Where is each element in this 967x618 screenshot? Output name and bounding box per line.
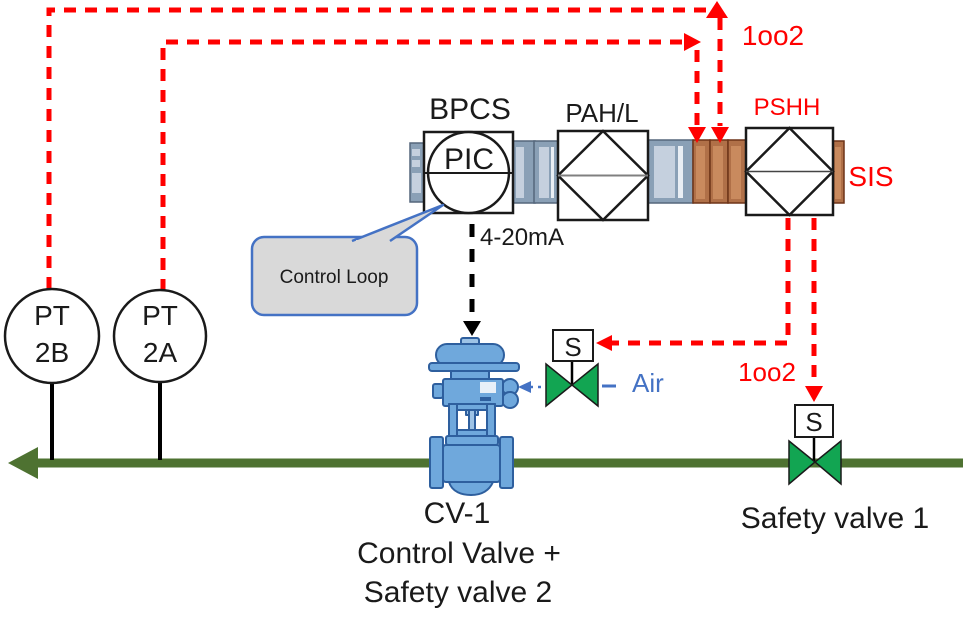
control-loop-label: Control Loop [280, 267, 389, 288]
cv1-label-line3: Safety valve 2 [364, 576, 552, 609]
signal-pt2b-line [46, 7, 706, 289]
pahl-alarm-symbol [556, 129, 650, 222]
current-signal-label: 4-20mA [480, 224, 564, 251]
voting-bottom-label: 1oo2 [738, 357, 796, 387]
bpcs-io-modules [409, 139, 694, 204]
sis-signal-lines [46, 7, 723, 291]
pshh-to-solenoid-cv [612, 218, 791, 346]
voting-top-label: 1oo2 [742, 20, 804, 51]
arrow-down-icon [805, 386, 823, 402]
pahl-label: PAH/L [565, 98, 638, 128]
control-loop-callout [250, 203, 445, 317]
pic-label: PIC [444, 143, 494, 176]
sis-signal-arrowheads [684, 1, 729, 143]
cv1-label-line1: CV-1 [424, 497, 491, 530]
solenoid-sv1 [794, 404, 834, 462]
safety-valve-1-symbol [788, 439, 842, 486]
pt2b-label-line2: 2B [35, 337, 69, 368]
solenoid-cv1-label: S [564, 332, 581, 362]
arrow-down-icon [463, 321, 481, 336]
sis-label: SIS [848, 161, 893, 192]
arrow-left-icon [518, 381, 531, 393]
pt2a-label-line1: PT [142, 300, 178, 331]
sis-io-modules [692, 139, 845, 204]
pt2b-label-line1: PT [34, 300, 70, 331]
pt2a-label-line2: 2A [143, 337, 178, 368]
pic-controller-symbol [422, 130, 515, 215]
air-label: Air [632, 368, 664, 398]
sis-output-lines [612, 218, 817, 385]
arrow-down-icon [688, 127, 706, 143]
solenoid-sv1-label: S [805, 407, 822, 437]
pipe-flow-arrow-icon [8, 447, 38, 479]
arrow-left-icon [596, 335, 612, 351]
safety-valve-1-label: Safety valve 1 [741, 502, 929, 535]
bpcs-label: BPCS [429, 93, 511, 126]
pshh-label: PSHH [754, 94, 821, 121]
pressure-transmitter-2b [3, 287, 101, 385]
control-valve-cv1 [428, 337, 520, 496]
control-signal-line [463, 224, 481, 336]
signal-pt2a-line [160, 39, 684, 291]
sis-output-arrowheads [596, 335, 823, 402]
pshh-switch-symbol [744, 126, 835, 217]
safety-valve-2-symbol [545, 362, 599, 408]
solenoid-cv1 [552, 329, 594, 386]
arrow-down-icon [711, 127, 729, 143]
pressure-transmitter-2a [112, 288, 208, 384]
arrow-up-icon [706, 1, 728, 18]
arrow-right-icon [684, 33, 701, 51]
cv1-label-line2: Control Valve + [357, 537, 561, 570]
